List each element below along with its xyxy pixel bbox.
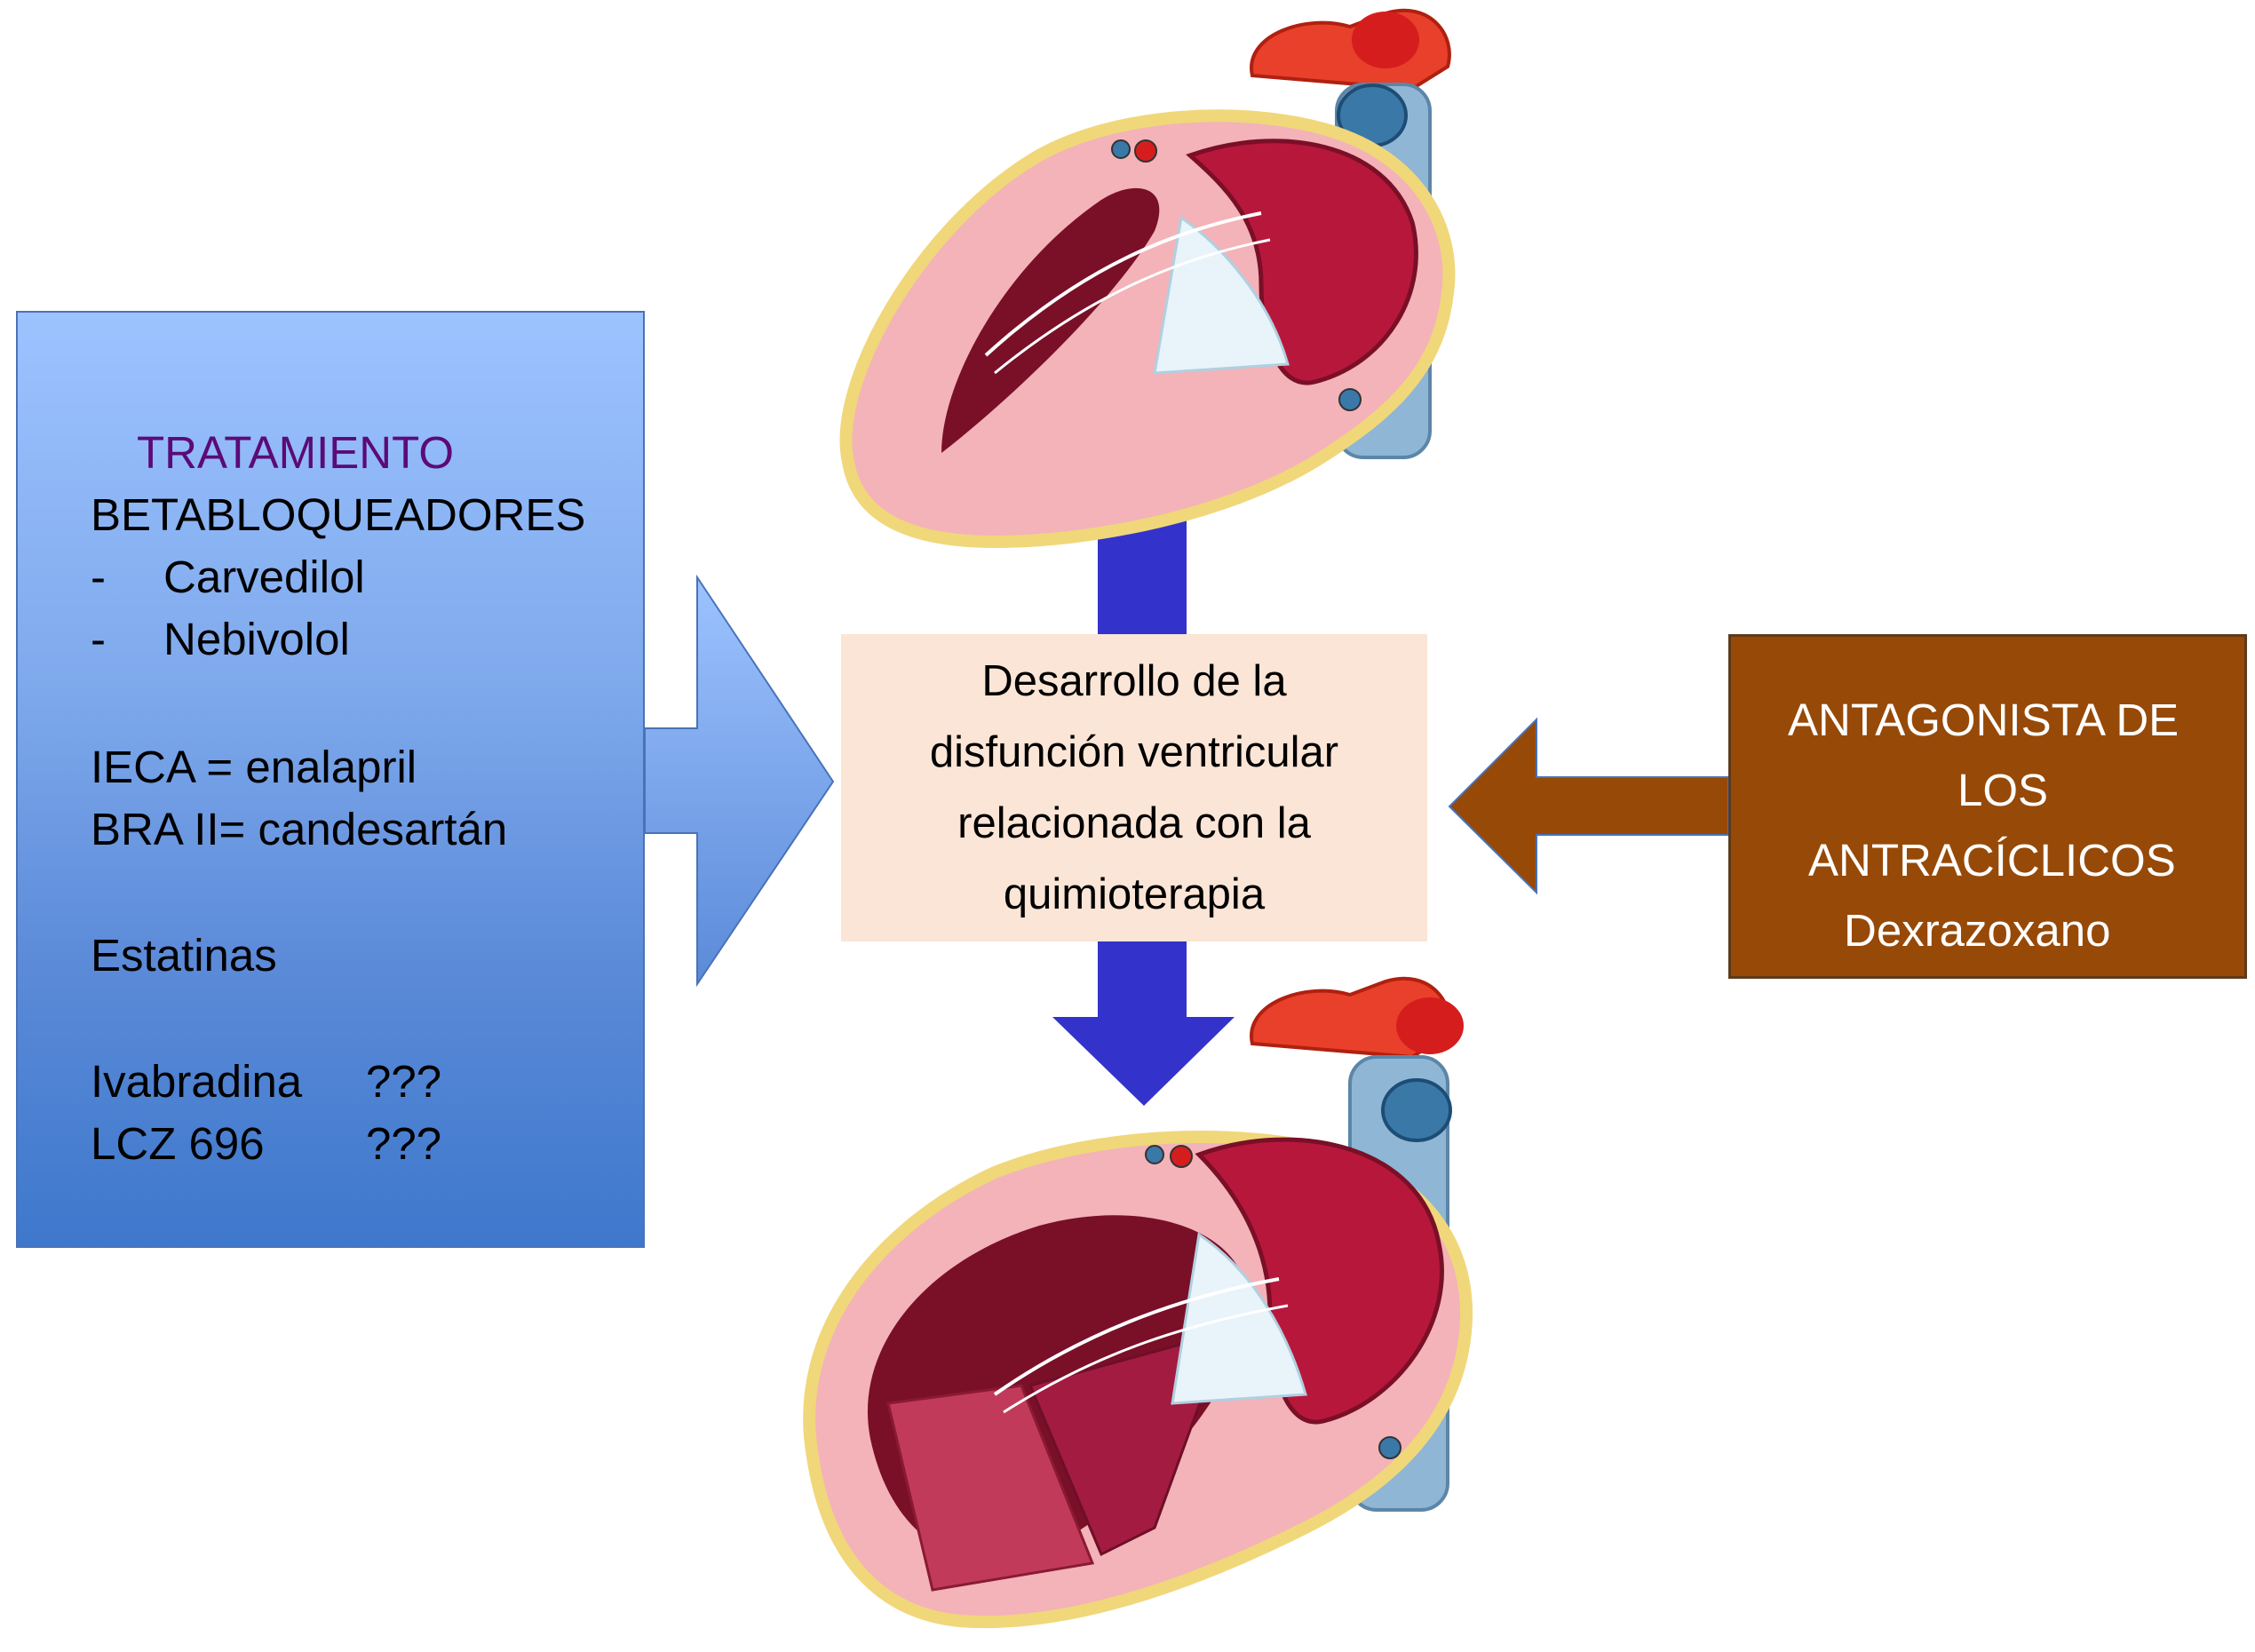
drug2-bullet: - <box>91 614 106 664</box>
antagonist-line-4: Dexrazoxano <box>1844 905 2111 956</box>
antagonist-line-1: ANTAGONISTA DE <box>1788 695 2180 745</box>
treatment-box: TRATAMIENTO BETABLOQUEADORES - Carvedilo… <box>16 311 645 1248</box>
center-line-2: disfunción ventricular <box>929 728 1339 776</box>
bra-label: BRA II= candesartán <box>91 804 508 854</box>
center-line-1: Desarrollo de la <box>981 657 1287 705</box>
lcz-label: LCZ 696 <box>91 1118 265 1169</box>
antagonist-box: ANTAGONISTA DE LOS ANTRACÍCLICOS Dexrazo… <box>1728 634 2247 979</box>
betablocker-heading: BETABLOQUEADORES <box>91 489 586 540</box>
antagonist-line-2: LOS <box>1957 765 2049 815</box>
center-line-4: quimioterapia <box>1003 870 1266 918</box>
center-line-3: relacionada con la <box>957 799 1311 847</box>
heart-bottom-icon <box>803 976 1473 1629</box>
antagonist-line-3: ANTRACÍCLICOS <box>1808 835 2176 886</box>
heart-top-icon <box>839 8 1456 549</box>
ieca-label: IECA = enalapril <box>91 742 417 792</box>
treatment-title: TRATAMIENTO <box>137 427 454 478</box>
ivabradina-label: Ivabradina <box>91 1056 303 1107</box>
center-outcome-box: Desarrollo de la disfunción ventricular … <box>841 634 1427 941</box>
drug2-label: Nebivolol <box>163 614 350 664</box>
drug1-bullet: - <box>91 552 106 602</box>
down-arrow-bottom <box>1052 941 1235 1106</box>
drug1-label: Carvedilol <box>163 552 365 602</box>
estatinas-label: Estatinas <box>91 930 277 981</box>
treatment-arrow <box>644 574 835 988</box>
ivabradina-question: ??? <box>366 1056 442 1107</box>
antagonist-arrow <box>1448 717 1729 895</box>
lcz-question: ??? <box>366 1118 442 1169</box>
